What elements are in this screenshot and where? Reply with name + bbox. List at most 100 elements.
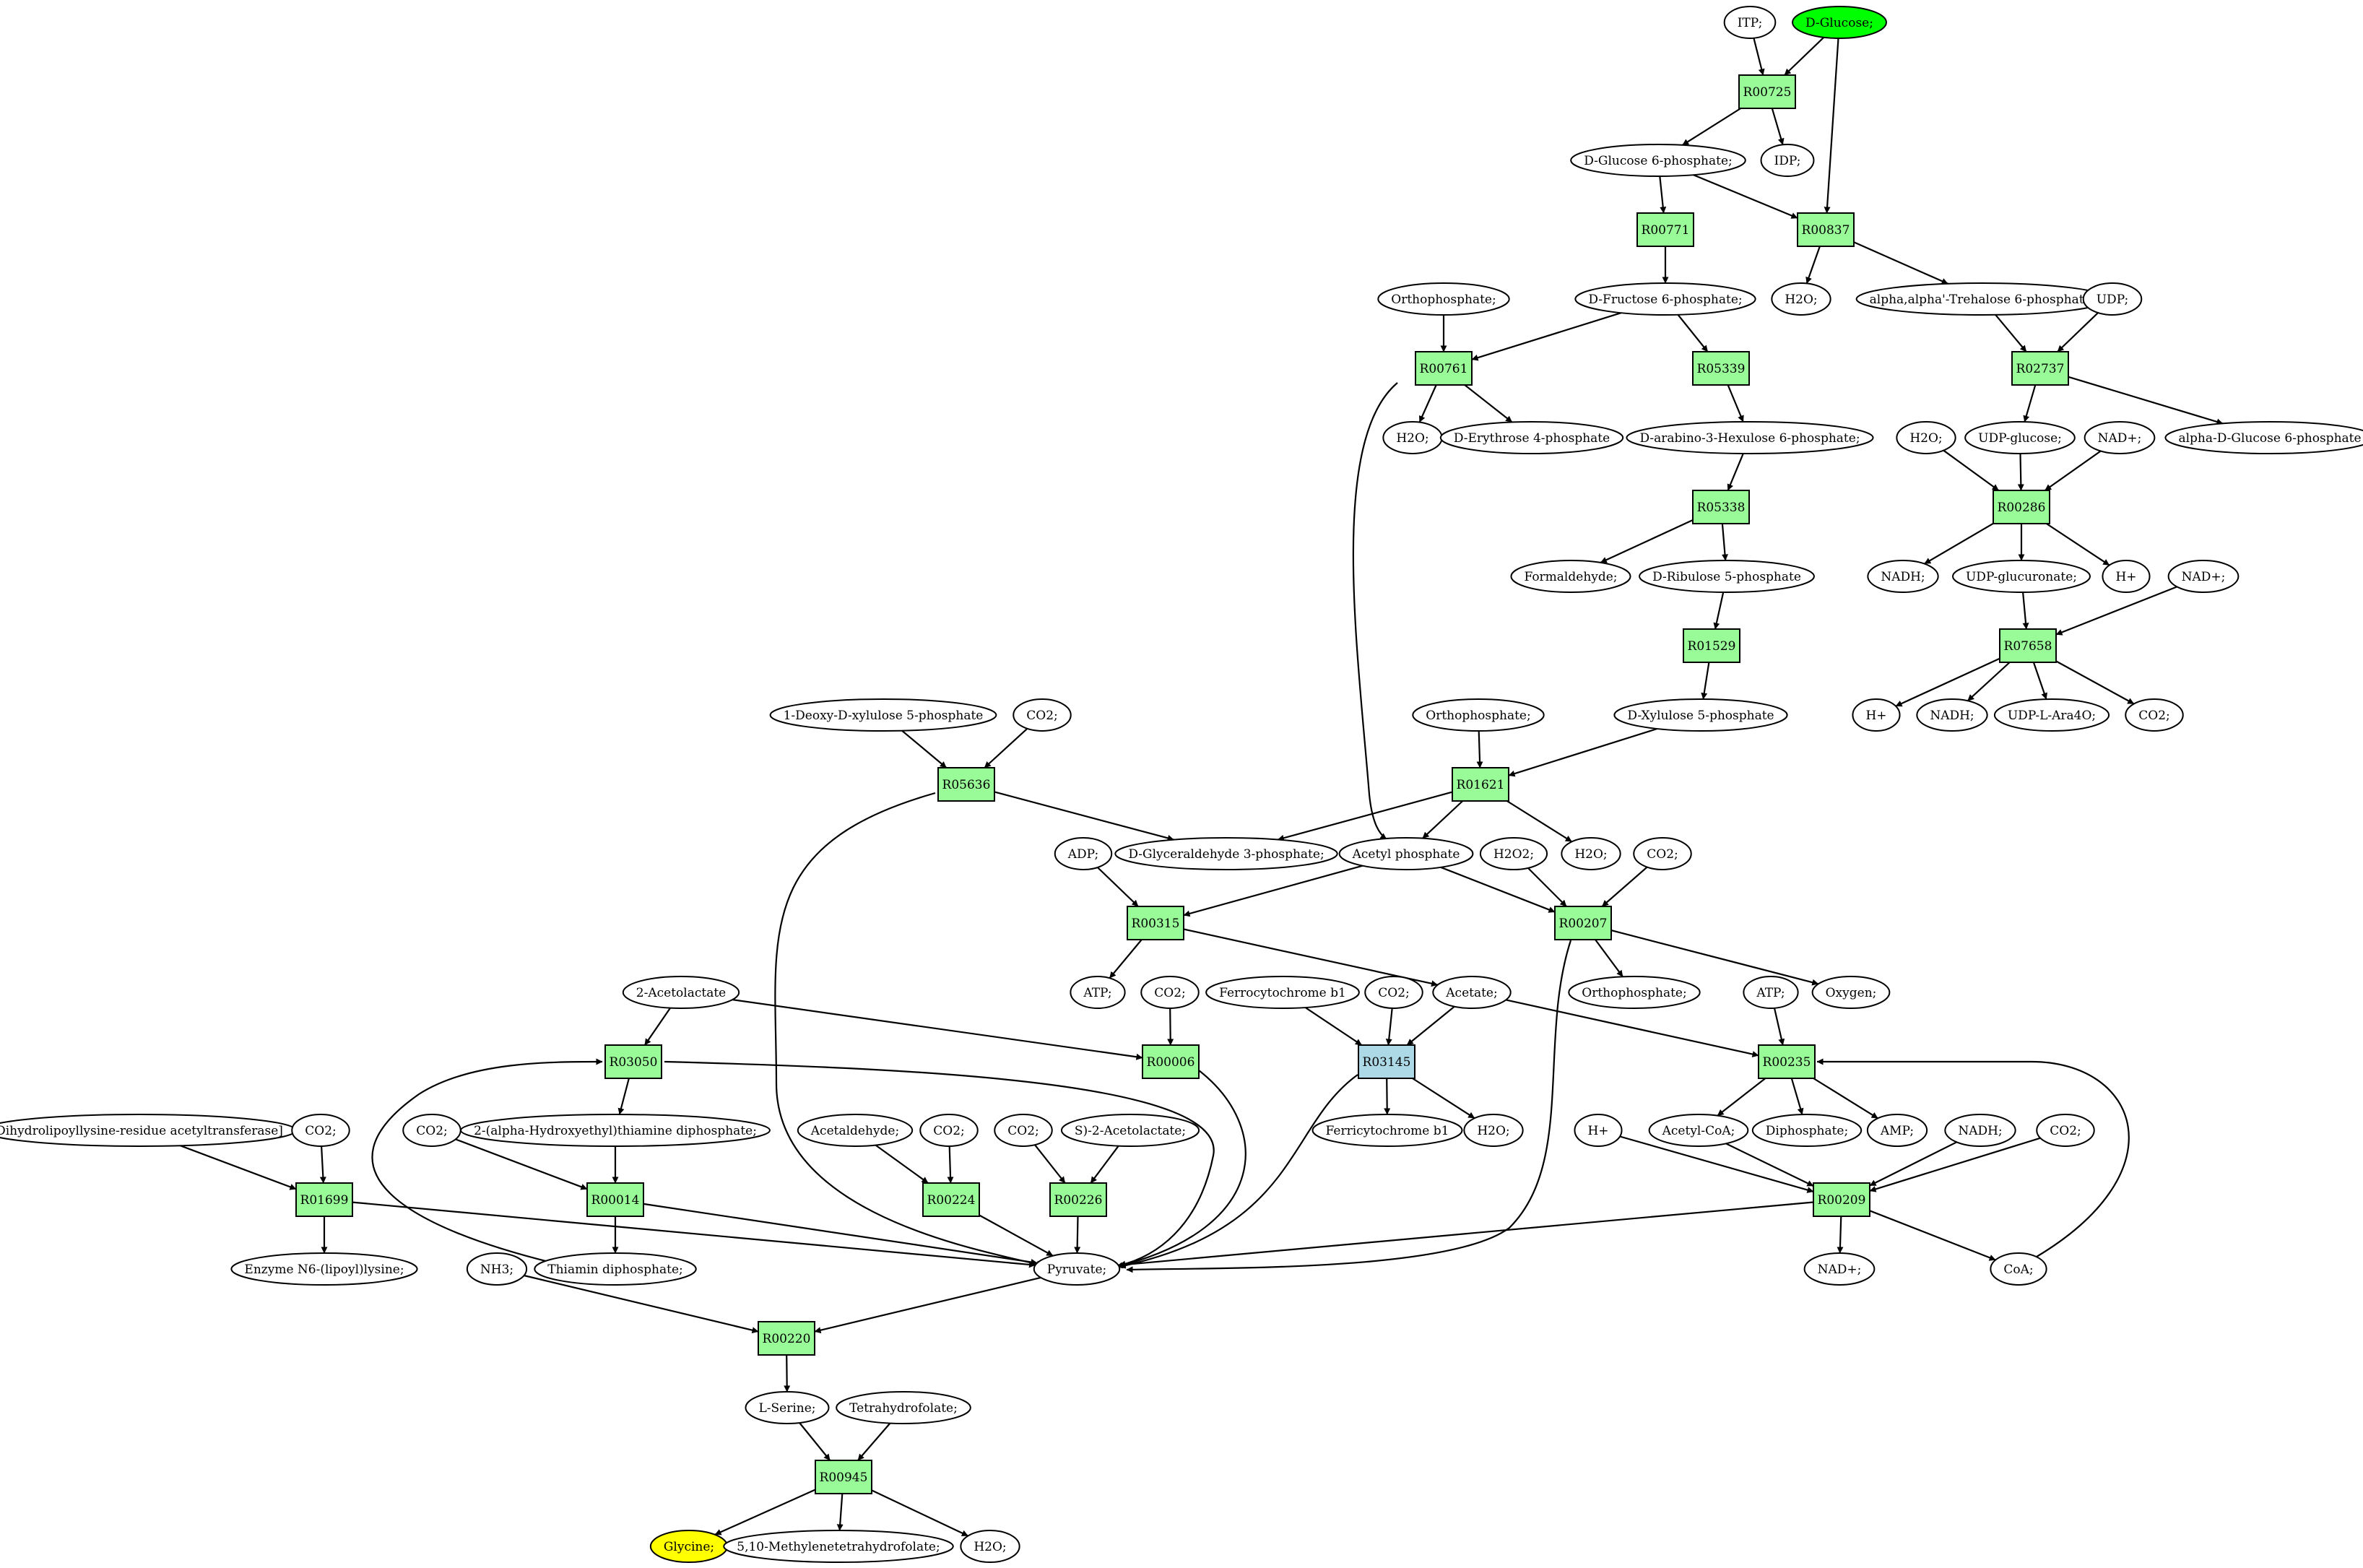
compound-node-nadh_c[interactable]: NADH; bbox=[1944, 1114, 2016, 1147]
reaction-node-r03050[interactable]: R03050 bbox=[604, 1044, 662, 1079]
compound-node-co2_h[interactable]: CO2; bbox=[919, 1114, 979, 1147]
compound-node-co2_j[interactable]: CO2; bbox=[2036, 1114, 2095, 1147]
compound-node-e4p[interactable]: D-Erythrose 4-phosphate bbox=[1439, 421, 1624, 454]
reaction-node-r00771[interactable]: R00771 bbox=[1636, 212, 1694, 247]
compound-node-acetylcoa[interactable]: Acetyl-CoA; bbox=[1648, 1114, 1749, 1147]
reaction-node-r00006[interactable]: R00006 bbox=[1142, 1044, 1200, 1079]
reaction-node-r03145[interactable]: R03145 bbox=[1358, 1044, 1415, 1079]
reaction-node-r00224[interactable]: R00224 bbox=[922, 1182, 980, 1217]
compound-node-ribulose5p[interactable]: D-Ribulose 5-phosphate bbox=[1639, 560, 1815, 593]
compound-node-enzyme[interactable]: Enzyme N6-(lipoyl)lysine; bbox=[230, 1252, 418, 1286]
compound-node-acetaldehyde[interactable]: Acetaldehyde; bbox=[797, 1114, 914, 1147]
compound-node-adp[interactable]: ADP; bbox=[1054, 837, 1113, 870]
compound-node-adglucose6p[interactable]: alpha-D-Glucose 6-phosphate bbox=[2164, 421, 2363, 454]
compound-node-co2_g[interactable]: CO2; bbox=[402, 1114, 461, 1147]
compound-node-h2o2[interactable]: H2O2; bbox=[1479, 837, 1548, 870]
reaction-node-r00837[interactable]: R00837 bbox=[1797, 212, 1855, 247]
compound-node-hplus_b[interactable]: H+ bbox=[1852, 698, 1901, 732]
reaction-node-r00209[interactable]: R00209 bbox=[1813, 1182, 1870, 1217]
compound-node-itp[interactable]: ITP; bbox=[1723, 6, 1777, 39]
compound-node-nadp_b[interactable]: NAD+; bbox=[2167, 560, 2240, 593]
compound-node-co2_e[interactable]: CO2; bbox=[1364, 976, 1423, 1009]
compound-node-g6p[interactable]: D-Glucose 6-phosphate; bbox=[1570, 144, 1746, 177]
compound-node-atp_b[interactable]: ATP; bbox=[1743, 976, 1799, 1009]
reaction-node-r00226[interactable]: R00226 bbox=[1049, 1182, 1107, 1217]
reaction-node-r05338[interactable]: R05338 bbox=[1692, 490, 1750, 524]
compound-node-hplus_c[interactable]: H+ bbox=[1574, 1114, 1623, 1147]
compound-node-dglucose[interactable]: D-Glucose; bbox=[1792, 6, 1887, 39]
compound-node-co2_f[interactable]: CO2; bbox=[291, 1114, 350, 1147]
compound-node-acetate[interactable]: Acetate; bbox=[1432, 976, 1512, 1009]
compound-node-coa[interactable]: CoA; bbox=[1990, 1252, 2047, 1286]
compound-node-acetolactate2[interactable]: 2-Acetolactate bbox=[622, 976, 740, 1009]
compound-node-nadh_b[interactable]: NADH; bbox=[1916, 698, 1988, 732]
compound-node-gap[interactable]: D-Glyceraldehyde 3-phosphate; bbox=[1114, 837, 1338, 870]
compound-node-co2_c[interactable]: CO2; bbox=[1633, 837, 1692, 870]
compound-node-ferricyt[interactable]: Ferricytochrome b1 bbox=[1311, 1114, 1463, 1147]
compound-node-orthop3[interactable]: Orthophosphate; bbox=[1568, 976, 1701, 1009]
compound-node-atp_a[interactable]: ATP; bbox=[1070, 976, 1126, 1009]
reaction-node-r05636[interactable]: R05636 bbox=[937, 767, 995, 802]
compound-node-acetylp[interactable]: Acetyl phosphate bbox=[1338, 837, 1474, 870]
reaction-node-r00286[interactable]: R00286 bbox=[1993, 490, 2050, 524]
compound-node-udpglucuronate[interactable]: UDP-glucuronate; bbox=[1951, 560, 2091, 593]
compound-node-hethtpp[interactable]: 2-(alpha-Hydroxyethyl)thiamine diphospha… bbox=[460, 1114, 771, 1147]
compound-node-lserine[interactable]: L-Serine; bbox=[745, 1391, 830, 1424]
reaction-node-r00014[interactable]: R00014 bbox=[586, 1182, 644, 1217]
compound-node-glycine[interactable]: Glycine; bbox=[649, 1530, 729, 1563]
reaction-node-r00220[interactable]: R00220 bbox=[758, 1321, 815, 1356]
reaction-node-r01529[interactable]: R01529 bbox=[1683, 628, 1740, 663]
compound-node-thiamindp[interactable]: Thiamin diphosphate; bbox=[534, 1252, 697, 1286]
compound-node-amp[interactable]: AMP; bbox=[1866, 1114, 1928, 1147]
compound-node-trehalose6p[interactable]: alpha,alpha'-Trehalose 6-phosphate; bbox=[1855, 282, 2110, 316]
reaction-node-r01621[interactable]: R01621 bbox=[1452, 767, 1509, 802]
compound-node-idp[interactable]: IDP; bbox=[1760, 144, 1815, 177]
compound-node-formaldehyde[interactable]: Formaldehyde; bbox=[1510, 560, 1631, 593]
compound-node-nadp_a[interactable]: NAD+; bbox=[2084, 421, 2156, 454]
reaction-node-r00235[interactable]: R00235 bbox=[1758, 1044, 1816, 1079]
compound-node-thf[interactable]: Tetrahydrofolate; bbox=[836, 1391, 971, 1424]
reaction-node-r05339[interactable]: R05339 bbox=[1692, 351, 1750, 386]
compound-node-hplus_a[interactable]: H+ bbox=[2102, 560, 2151, 593]
compound-node-diphosphate[interactable]: Diphosphate; bbox=[1751, 1114, 1863, 1147]
compound-node-dxp[interactable]: 1-Deoxy-D-xylulose 5-phosphate bbox=[769, 698, 997, 732]
compound-node-nadh_a[interactable]: NADH; bbox=[1867, 560, 1939, 593]
reaction-node-r01699[interactable]: R01699 bbox=[295, 1182, 353, 1217]
compound-node-udp[interactable]: UDP; bbox=[2082, 282, 2143, 316]
compound-node-hexulose6p[interactable]: D-arabino-3-Hexulose 6-phosphate; bbox=[1626, 421, 1874, 454]
compound-node-oxygen[interactable]: Oxygen; bbox=[1811, 976, 1891, 1009]
compound-node-udplara4o[interactable]: UDP-L-Ara4O; bbox=[1993, 698, 2110, 732]
compound-node-h2o_f[interactable]: H2O; bbox=[960, 1530, 1020, 1563]
reaction-node-r00725[interactable]: R00725 bbox=[1738, 74, 1796, 109]
compound-node-nh3[interactable]: NH3; bbox=[466, 1252, 528, 1286]
node-label: R00006 bbox=[1147, 1055, 1195, 1070]
compound-node-orthop2[interactable]: Orthophosphate; bbox=[1412, 698, 1545, 732]
compound-node-orthop1[interactable]: Orthophosphate; bbox=[1377, 282, 1510, 316]
reaction-node-r00207[interactable]: R00207 bbox=[1554, 906, 1612, 940]
reaction-node-r00761[interactable]: R00761 bbox=[1415, 351, 1473, 386]
compound-node-h2o_d[interactable]: H2O; bbox=[1561, 837, 1621, 870]
reaction-node-r00945[interactable]: R00945 bbox=[815, 1460, 872, 1494]
compound-node-co2_i[interactable]: CO2; bbox=[994, 1114, 1053, 1147]
compound-node-methylenethf[interactable]: 5,10-Methylenetetrahydrofolate; bbox=[723, 1530, 954, 1563]
compound-node-co2_b[interactable]: CO2; bbox=[2125, 698, 2184, 732]
reaction-node-r07658[interactable]: R07658 bbox=[1999, 628, 2057, 663]
compound-node-pyruvate[interactable]: Pyruvate; bbox=[1033, 1252, 1121, 1286]
compound-node-ferrocyt[interactable]: Ferrocytochrome b1 bbox=[1205, 976, 1360, 1009]
compound-node-h2o_c[interactable]: H2O; bbox=[1896, 421, 1956, 454]
compound-node-co2_a[interactable]: CO2; bbox=[1013, 698, 1072, 732]
compound-node-dihydrolip[interactable]: Dihydrolipoyllysine-residue acetyltransf… bbox=[0, 1114, 297, 1147]
compound-node-h2o_b[interactable]: H2O; bbox=[1382, 421, 1443, 454]
reaction-node-r02737[interactable]: R02737 bbox=[2011, 351, 2069, 386]
compound-node-co2_d[interactable]: CO2; bbox=[1140, 976, 1200, 1009]
compound-node-h2o_e[interactable]: H2O; bbox=[1463, 1114, 1524, 1147]
compound-node-f6p[interactable]: D-Fructose 6-phosphate; bbox=[1574, 282, 1756, 316]
compound-node-xylulose5p[interactable]: D-Xylulose 5-phosphate bbox=[1613, 698, 1788, 732]
reaction-node-r00315[interactable]: R00315 bbox=[1127, 906, 1184, 940]
compound-node-sacetolactate[interactable]: S)-2-Acetolactate; bbox=[1060, 1114, 1200, 1147]
compound-node-udpglucose[interactable]: UDP-glucose; bbox=[1964, 421, 2076, 454]
compound-node-nadp_c[interactable]: NAD+; bbox=[1803, 1252, 1876, 1286]
compound-node-h2o_a[interactable]: H2O; bbox=[1771, 282, 1831, 316]
compound-ellipse bbox=[1140, 976, 1200, 1009]
node-label: R01699 bbox=[300, 1193, 349, 1208]
